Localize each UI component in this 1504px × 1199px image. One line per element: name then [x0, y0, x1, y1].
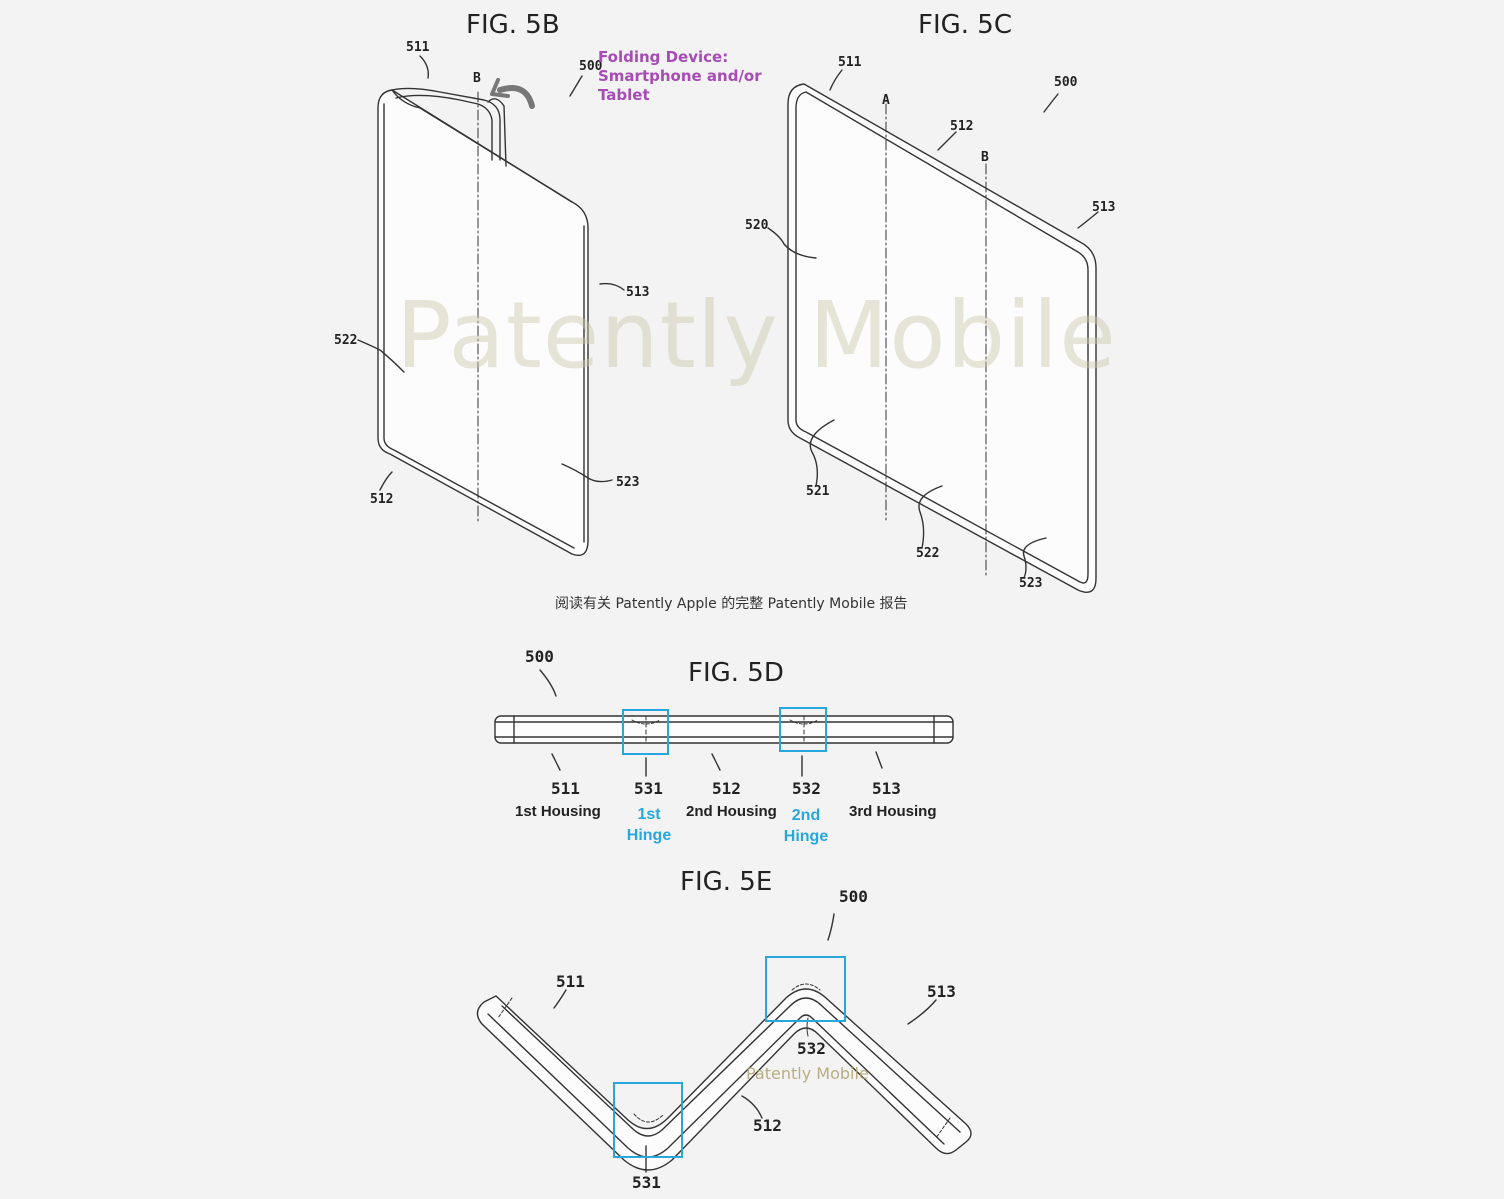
hinge1-line2: Hinge	[626, 827, 672, 844]
fig5c-ref-500: 500	[1054, 75, 1078, 90]
fig5c-ref-b: B	[981, 150, 989, 165]
fig5d-ref-532: 532	[792, 779, 821, 798]
hinge2-line2: Hinge	[783, 828, 829, 845]
fig5c-ref-513: 513	[1092, 200, 1116, 215]
chinese-caption: 阅读有关 Patently Apple 的完整 Patently Mobile …	[555, 596, 908, 612]
fig5d-hinge2-box	[779, 707, 827, 752]
fig5c-ref-521: 521	[806, 484, 830, 499]
fig5e-ref-500: 500	[839, 887, 868, 906]
note-line-3: Tablet	[598, 86, 650, 104]
fig5c-ref-523: 523	[1019, 576, 1043, 591]
fig5b-device-drawing	[357, 55, 625, 557]
fig5d-ref-512: 512	[712, 779, 741, 798]
fig5d-title: FIG. 5D	[688, 658, 784, 688]
caption-2nd-housing: 2nd Housing	[686, 803, 777, 820]
fig5c-ref-522: 522	[916, 546, 940, 561]
caption-3rd-housing: 3rd Housing	[849, 803, 937, 820]
fig5b-ref-513: 513	[626, 285, 650, 300]
fig5d-ref-531: 531	[634, 779, 663, 798]
fig5c-ref-a: A	[882, 93, 890, 108]
hinge2-line1: 2nd	[791, 807, 821, 824]
fig5c-device-drawing	[767, 69, 1099, 593]
caption-1st-housing: 1st Housing	[515, 803, 601, 820]
fig5d-side-view	[494, 669, 954, 777]
fig5c-ref-520: 520	[745, 218, 769, 233]
caption-2nd-hinge: 2nd Hinge	[774, 805, 838, 847]
fig5e-ref-531: 531	[632, 1173, 661, 1192]
fig5d-ref-500: 500	[525, 647, 554, 666]
note-line-1: Folding Device:	[598, 48, 729, 66]
fig5e-hinge1-box	[613, 1082, 683, 1158]
fig5e-z-fold-view	[476, 913, 972, 1173]
hinge1-line1: 1st	[637, 806, 661, 823]
fig5b-title: FIG. 5B	[466, 10, 560, 40]
fig5e-ref-512: 512	[753, 1116, 782, 1135]
fig5c-ref-512: 512	[950, 119, 974, 134]
fig5b-ref-500: 500	[579, 59, 603, 74]
fig5e-ref-511: 511	[556, 972, 585, 991]
fig5e-ref-513: 513	[927, 982, 956, 1001]
fig5b-ref-b: B	[473, 71, 481, 86]
caption-1st-hinge: 1st Hinge	[617, 804, 681, 846]
fig5d-hinge1-box	[622, 709, 669, 755]
fig5c-title: FIG. 5C	[918, 10, 1012, 40]
fig5e-title: FIG. 5E	[680, 867, 773, 897]
watermark-small: Patently Mobile	[746, 1064, 869, 1083]
fig5c-ref-511: 511	[838, 55, 862, 70]
watermark-large: Patently Mobile	[396, 282, 1117, 389]
fig5e-hinge2-box	[765, 956, 846, 1022]
fig5e-ref-532: 532	[797, 1039, 826, 1058]
fig5d-ref-511: 511	[551, 779, 580, 798]
fig5b-ref-522: 522	[334, 333, 358, 348]
fig5b-ref-511: 511	[406, 40, 430, 55]
fig5d-ref-513: 513	[872, 779, 901, 798]
note-line-2: Smartphone and/or	[598, 67, 762, 85]
folding-device-note: Folding Device: Smartphone and/or Tablet	[598, 48, 762, 105]
fig5b-ref-512: 512	[370, 492, 394, 507]
fig5b-ref-523: 523	[616, 475, 640, 490]
